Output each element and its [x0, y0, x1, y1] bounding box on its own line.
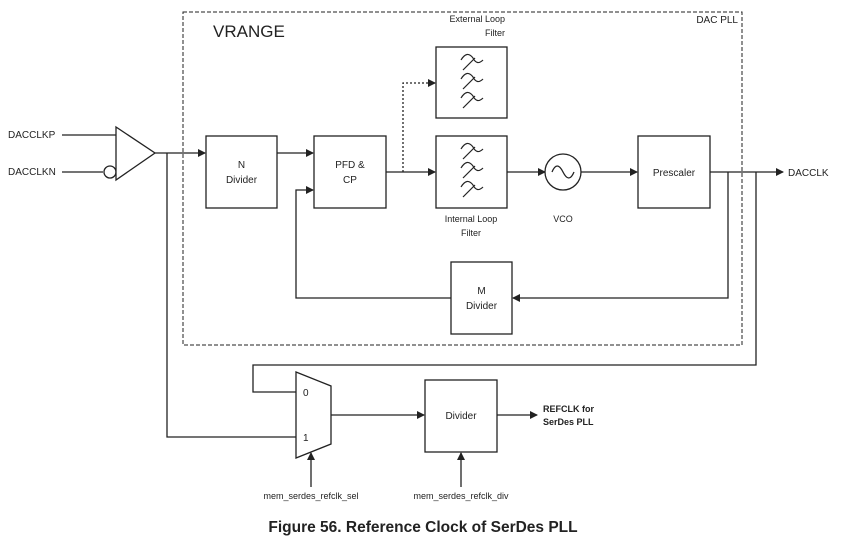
n-divider-label-2: Divider — [226, 175, 258, 186]
ext-filter-label-1: External Loop — [449, 14, 505, 24]
ext-filter-label-2: Filter — [485, 28, 505, 38]
n-divider-block — [205, 135, 278, 209]
refclk-output-label-1: REFCLK for — [543, 404, 594, 414]
dac-pll-label: DAC PLL — [696, 15, 738, 26]
wire-feedback-to-mdiv — [512, 172, 729, 302]
dac-pll-region — [182, 11, 743, 346]
refclk-divider-label: Divider — [445, 411, 477, 422]
wire-pfd-to-ext-filter — [402, 79, 436, 172]
refclk-output-label-2: SerDes PLL — [543, 417, 594, 427]
wire-dacclk-to-mux0 — [252, 172, 757, 393]
divider-select-label: mem_serdes_refclk_div — [413, 491, 509, 501]
vco-label: VCO — [553, 214, 573, 224]
m-divider-label-2: Divider — [466, 301, 498, 312]
pfd-cp-label-1: PFD & — [335, 160, 365, 171]
m-divider-block — [450, 261, 513, 335]
wire-buffer-to-mux1 — [166, 153, 296, 438]
mux-block — [295, 371, 332, 459]
prescaler-label: Prescaler — [653, 168, 696, 179]
dacclkn-label: DACCLKN — [8, 167, 56, 178]
mux-input-1-label: 1 — [303, 433, 309, 444]
n-divider-label-1: N — [238, 160, 245, 171]
vrange-label: VRANGE — [213, 22, 285, 41]
input-buffer-icon — [115, 125, 157, 182]
wire-mdiv-to-pfd — [295, 186, 451, 299]
m-divider-label-1: M — [477, 286, 485, 297]
figure-caption: Figure 56. Reference Clock of SerDes PLL — [268, 519, 577, 536]
mux-select-label: mem_serdes_refclk_sel — [263, 491, 358, 501]
refclk-divider-block — [424, 379, 498, 453]
pfd-cp-block — [313, 135, 387, 209]
pfd-cp-label-2: CP — [343, 175, 357, 186]
mux-input-0-label: 0 — [303, 388, 309, 399]
external-loop-filter-block — [435, 46, 508, 119]
sine-wave-icon — [551, 165, 575, 179]
internal-loop-filter-block — [435, 135, 508, 209]
dacclk-output-label: DACCLK — [788, 168, 829, 179]
int-filter-label-1: Internal Loop — [445, 214, 498, 224]
dacclkp-label: DACCLKP — [8, 130, 56, 141]
int-filter-label-2: Filter — [461, 228, 481, 238]
inversion-bubble-icon — [103, 165, 117, 179]
